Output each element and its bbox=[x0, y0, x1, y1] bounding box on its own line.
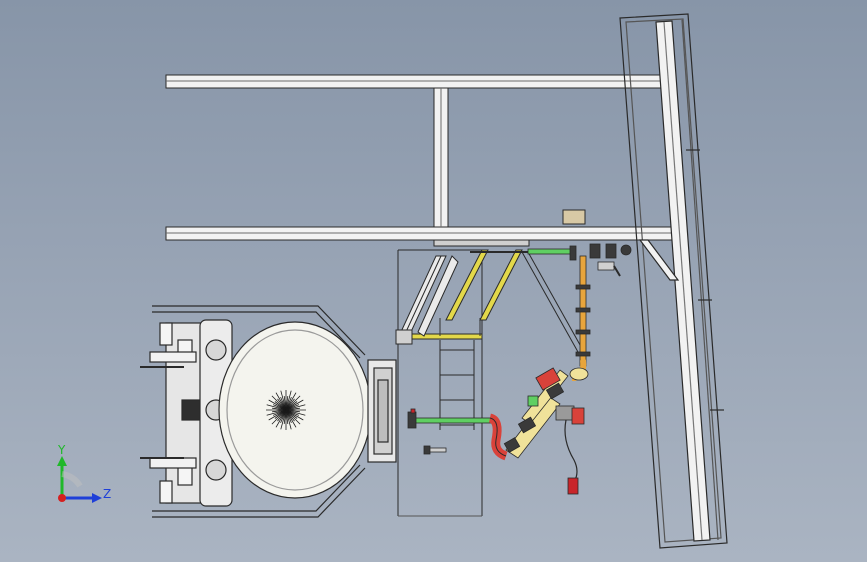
orange-riser-pipe bbox=[569, 243, 632, 381]
steel-frame bbox=[165, 74, 673, 247]
z-axis-label: Z bbox=[103, 487, 112, 501]
telescopic-arm bbox=[395, 251, 585, 430]
y-axis-label: Y bbox=[58, 443, 66, 457]
coupling-assembly bbox=[423, 367, 585, 495]
lower-support-frame bbox=[397, 249, 483, 517]
coordinate-triad bbox=[57, 456, 102, 503]
tank-guard-frame bbox=[152, 305, 366, 518]
lower-green-pipe bbox=[414, 417, 498, 424]
beam-bracket-box bbox=[562, 209, 586, 225]
tilted-ladder-rail bbox=[619, 13, 728, 549]
x-axis-dot bbox=[58, 494, 66, 502]
tank-center-brush bbox=[266, 390, 306, 430]
upper-green-pipe bbox=[527, 248, 574, 255]
hose-end-plug bbox=[567, 477, 579, 495]
